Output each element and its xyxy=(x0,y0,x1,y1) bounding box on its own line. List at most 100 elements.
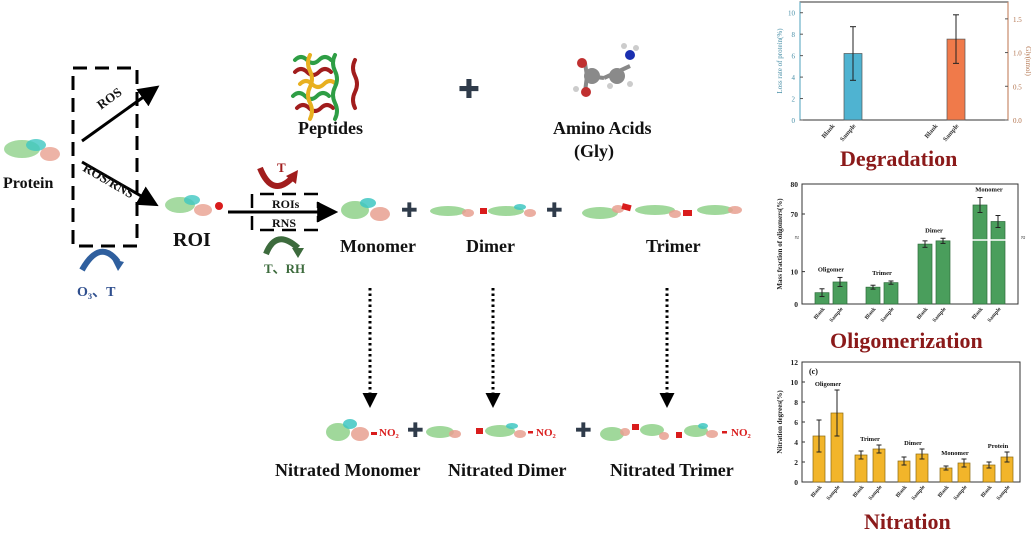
bar xyxy=(865,286,881,305)
monomer-label: Monomer xyxy=(340,236,416,256)
y-axis-label: Nitration degrees(%) xyxy=(776,390,784,454)
y-tick-label: 10 xyxy=(791,378,799,387)
o3-cycle-arrow-icon xyxy=(79,248,121,272)
reaction-dashed-box xyxy=(71,66,139,248)
dimer-icon xyxy=(430,204,536,217)
pathway-diagram xyxy=(4,43,742,441)
x-tick-label: Blank xyxy=(813,306,827,321)
plus-icon: ✚ xyxy=(401,198,418,222)
x-tick-label: Sample xyxy=(953,484,969,502)
y-tick-label: 80 xyxy=(791,180,799,189)
bar xyxy=(883,282,899,305)
y-tick-label: 0 xyxy=(794,300,798,309)
x-tick-label: Blank xyxy=(971,306,985,321)
trimer-icon xyxy=(582,203,742,219)
plot-frame xyxy=(799,1,1009,121)
rns-label: RNS xyxy=(272,216,297,230)
degradation-title: Degradation xyxy=(840,146,958,171)
roi-label: ROI xyxy=(173,229,211,251)
amino-acids-label: Amino Acids xyxy=(553,118,652,138)
x-tick-label: Sample xyxy=(868,484,884,502)
y-tick-label: 12 xyxy=(791,360,799,367)
x-tick-label: Sample xyxy=(911,484,927,502)
nitrated-monomer-label: Nitrated Monomer xyxy=(275,460,421,480)
y-tick-label: 0 xyxy=(792,117,796,125)
x-tick-label: Blank xyxy=(980,484,994,499)
x-tick-label: Blank xyxy=(923,122,939,140)
group-label: Dimer xyxy=(925,227,943,234)
dimer-label: Dimer xyxy=(466,236,515,256)
bar xyxy=(872,448,886,483)
nitrated-dimer-label: Nitrated Dimer xyxy=(448,460,567,480)
gly-label: (Gly) xyxy=(574,141,614,161)
temperature-arrow-icon xyxy=(257,166,295,189)
bar xyxy=(990,221,1006,305)
peptides-icon xyxy=(291,53,359,121)
axis-break-mark: ≈ xyxy=(795,233,800,242)
peptides-label: Peptides xyxy=(298,118,363,138)
t-rh-label: T、RH xyxy=(264,261,306,276)
group-label: Monomer xyxy=(975,187,1003,194)
y2-tick-label: 0.0 xyxy=(1013,117,1022,125)
nitrated-monomer-icon xyxy=(326,419,377,441)
x-tick-label: Blank xyxy=(916,306,930,321)
axis-break-mark: ≈ xyxy=(1021,233,1026,242)
group-label: Protein xyxy=(988,443,1009,450)
group-label: Dimer xyxy=(904,440,922,447)
y-tick-label: 0 xyxy=(794,478,798,487)
nitration-title: Nitration xyxy=(864,509,951,534)
x-tick-label: Blank xyxy=(852,484,866,499)
x-tick-label: Sample xyxy=(987,306,1003,324)
o3-t-label: O₃、T xyxy=(77,285,116,300)
y-tick-label: 4 xyxy=(792,74,796,82)
x-tick-label: Blank xyxy=(937,484,951,499)
y2-tick-label: 1.0 xyxy=(1013,50,1022,58)
x-tick-label: Blank xyxy=(810,484,824,499)
plus-icon: ✚ xyxy=(546,198,563,222)
humidity-arrow-icon xyxy=(263,236,301,256)
group-label: Trimer xyxy=(860,436,880,443)
x-tick-label: Blank xyxy=(820,122,836,140)
no2-label: NO₂ xyxy=(536,427,556,439)
plus-icon: ✚ xyxy=(458,75,480,105)
group-label: Oligomer xyxy=(815,381,841,388)
x-tick-label: Sample xyxy=(996,484,1012,502)
y-tick-label: 8 xyxy=(794,398,798,407)
x-tick-label: Sample xyxy=(839,123,858,143)
group-label: Oligomer xyxy=(818,266,844,273)
y-tick-label: 70 xyxy=(791,210,799,219)
nitrated-trimer-icon xyxy=(600,423,727,441)
plus-icon: ✚ xyxy=(575,418,592,442)
t-label: T xyxy=(277,160,286,175)
y-tick-label: 2 xyxy=(794,458,798,467)
panel-label: (c) xyxy=(809,367,818,376)
x-tick-label: Sample xyxy=(880,306,896,324)
y-axis-label: Mass fraction of oligomers(%) xyxy=(776,198,784,290)
y2-tick-label: 1.5 xyxy=(1013,16,1022,24)
roi-structure-icon xyxy=(165,195,223,216)
y2-tick-label: 0.5 xyxy=(1013,83,1022,91)
bar xyxy=(917,243,933,305)
plus-icon: ✚ xyxy=(407,418,424,442)
protein-label: Protein xyxy=(3,175,54,192)
protein-structure-icon xyxy=(4,139,60,161)
ros-arrow xyxy=(81,85,160,143)
y-tick-label: 10 xyxy=(788,10,796,18)
y2-axis-label: Gly(nmol) xyxy=(1024,46,1032,76)
glycine-molecule-icon xyxy=(573,43,639,97)
ros-rns-arrow xyxy=(81,160,159,207)
nitrated-dimer-icon xyxy=(426,423,533,438)
oligomerization-title: Oligomerization xyxy=(830,328,983,353)
nitrated-trimer-label: Nitrated Trimer xyxy=(610,460,734,480)
monomer-icon xyxy=(341,198,390,221)
no2-label: NO₂ xyxy=(379,427,399,439)
x-tick-label: Sample xyxy=(826,484,842,502)
x-tick-label: Sample xyxy=(942,123,961,143)
bar xyxy=(972,204,988,305)
y-tick-label: 2 xyxy=(792,96,796,104)
no2-label: NO₂ xyxy=(731,427,751,439)
group-label: Monomer xyxy=(941,450,969,457)
y-axis-label: Loss rate of protein(%) xyxy=(776,28,784,94)
